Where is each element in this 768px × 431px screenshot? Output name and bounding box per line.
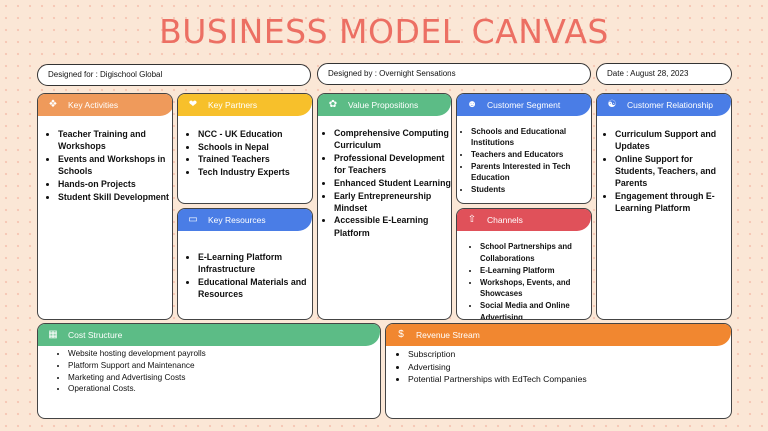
list-item: Advertising (408, 361, 731, 373)
customer-relationship-title: Customer Relationship (627, 100, 713, 110)
revenue-stream-list: SubscriptionAdvertisingPotential Partner… (386, 348, 731, 385)
value-propositions-list: Comprehensive Computing CurriculumProfes… (318, 127, 451, 239)
list-item: Professional Development for Teachers (334, 152, 451, 176)
revenue-stream-title: Revenue Stream (416, 330, 480, 340)
cost-structure-header: ▦ Cost Structure (38, 324, 380, 346)
list-item: Platform Support and Maintenance (68, 360, 380, 371)
channels-list: School Partnerships and CollaborationsE-… (457, 241, 591, 319)
channels-card: ⇧ Channels School Partnerships and Colla… (456, 208, 592, 320)
list-item: Students (471, 184, 591, 195)
list-item: Trained Teachers (198, 153, 312, 165)
list-item: NCC - UK Education (198, 128, 312, 140)
list-item: Online Support for Students, Teachers, a… (615, 153, 731, 190)
list-item: Operational Costs. (68, 383, 380, 394)
date-field: Date : August 28, 2023 (596, 63, 732, 85)
key-activities-header: ❖ Key Activities (38, 94, 172, 116)
cost-structure-card: ▦ Cost Structure Website hosting develop… (37, 323, 381, 419)
list-item: Engagement through E-Learning Platform (615, 190, 731, 214)
key-resources-list: E-Learning Platform InfrastructureEducat… (178, 251, 312, 300)
channels-header: ⇧ Channels (457, 209, 591, 231)
list-item: Student Skill Development (58, 191, 172, 203)
customer-segment-list: Schools and Educational InstitutionsTeac… (457, 126, 591, 195)
list-item: Subscription (408, 348, 731, 360)
list-item: Teachers and Educators (471, 149, 591, 160)
list-item: Events and Workshops in Schools (58, 153, 172, 177)
cost-structure-title: Cost Structure (68, 330, 123, 340)
list-item: Potential Partnerships with EdTech Compa… (408, 373, 731, 385)
list-item: Hands-on Projects (58, 178, 172, 190)
key-activities-title: Key Activities (68, 100, 119, 110)
list-item: E-Learning Platform Infrastructure (198, 251, 312, 275)
customer-relationship-header: ☯ Customer Relationship (597, 94, 731, 116)
list-item: Parents Interested in Tech Education (471, 161, 591, 184)
puzzle-icon: ❖ (48, 99, 58, 110)
list-item: Teacher Training and Workshops (58, 128, 172, 152)
gift-icon: ✿ (328, 99, 338, 110)
key-partners-card: ❤ Key Partners NCC - UK EducationSchools… (177, 93, 313, 204)
key-partners-list: NCC - UK EducationSchools in NepalTraine… (178, 128, 312, 178)
list-item: Social Media and Online Advertising (480, 300, 591, 319)
key-activities-card: ❖ Key Activities Teacher Training and Wo… (37, 93, 173, 320)
rocket-icon: ⇧ (467, 214, 477, 225)
revenue-stream-card: $ Revenue Stream SubscriptionAdvertising… (385, 323, 732, 419)
users-icon: ☻ (466, 99, 478, 110)
list-item: Workshops, Events, and Showcases (480, 277, 591, 300)
list-item: Accessible E-Learning Platform (334, 214, 451, 238)
list-item: Tech Industry Experts (198, 166, 312, 178)
list-item: Schools and Educational Institutions (471, 126, 591, 149)
customer-relationship-list: Curriculum Support and UpdatesOnline Sup… (597, 128, 731, 214)
list-item: Curriculum Support and Updates (615, 128, 731, 152)
key-activities-list: Teacher Training and WorkshopsEvents and… (38, 128, 172, 203)
designed-for-field: Designed for : Digischool Global (37, 64, 311, 86)
customer-segment-header: ☻ Customer Segment (457, 94, 591, 116)
list-item: E-Learning Platform (480, 265, 591, 277)
list-item: Early Entrepreneurship Mindset (334, 190, 451, 214)
customer-segment-card: ☻ Customer Segment Schools and Education… (456, 93, 592, 204)
key-resources-title: Key Resources (208, 215, 266, 225)
customer-relationship-card: ☯ Customer Relationship Curriculum Suppo… (596, 93, 732, 320)
list-item: School Partnerships and Collaborations (480, 241, 591, 264)
handshake-icon: ❤ (188, 99, 198, 110)
list-item: Schools in Nepal (198, 141, 312, 153)
list-item: Comprehensive Computing Curriculum (334, 127, 451, 151)
value-propositions-header: ✿ Value Propositions (318, 94, 451, 116)
key-resources-card: ▭ Key Resources E-Learning Platform Infr… (177, 208, 313, 320)
value-propositions-card: ✿ Value Propositions Comprehensive Compu… (317, 93, 452, 320)
cost-structure-list: Website hosting development payrollsPlat… (38, 348, 380, 395)
revenue-stream-header: $ Revenue Stream (386, 324, 731, 346)
people-icon: ☯ (607, 99, 617, 110)
list-item: Enhanced Student Learning (334, 177, 451, 189)
designed-by-field: Designed by : Overnight Sensations (317, 63, 591, 85)
list-item: Educational Materials and Resources (198, 276, 312, 300)
key-resources-header: ▭ Key Resources (178, 209, 312, 231)
channels-title: Channels (487, 215, 523, 225)
list-item: Marketing and Advertising Costs (68, 372, 380, 383)
key-partners-header: ❤ Key Partners (178, 94, 312, 116)
value-propositions-title: Value Propositions (348, 100, 419, 110)
page-title: BUSINESS MODEL CANVAS (159, 12, 609, 51)
list-item: Website hosting development payrolls (68, 348, 380, 359)
money-icon: $ (398, 329, 404, 340)
folder-icon: ▭ (188, 214, 198, 225)
customer-segment-title: Customer Segment (487, 100, 561, 110)
calculator-icon: ▦ (48, 329, 58, 340)
key-partners-title: Key Partners (208, 100, 258, 110)
